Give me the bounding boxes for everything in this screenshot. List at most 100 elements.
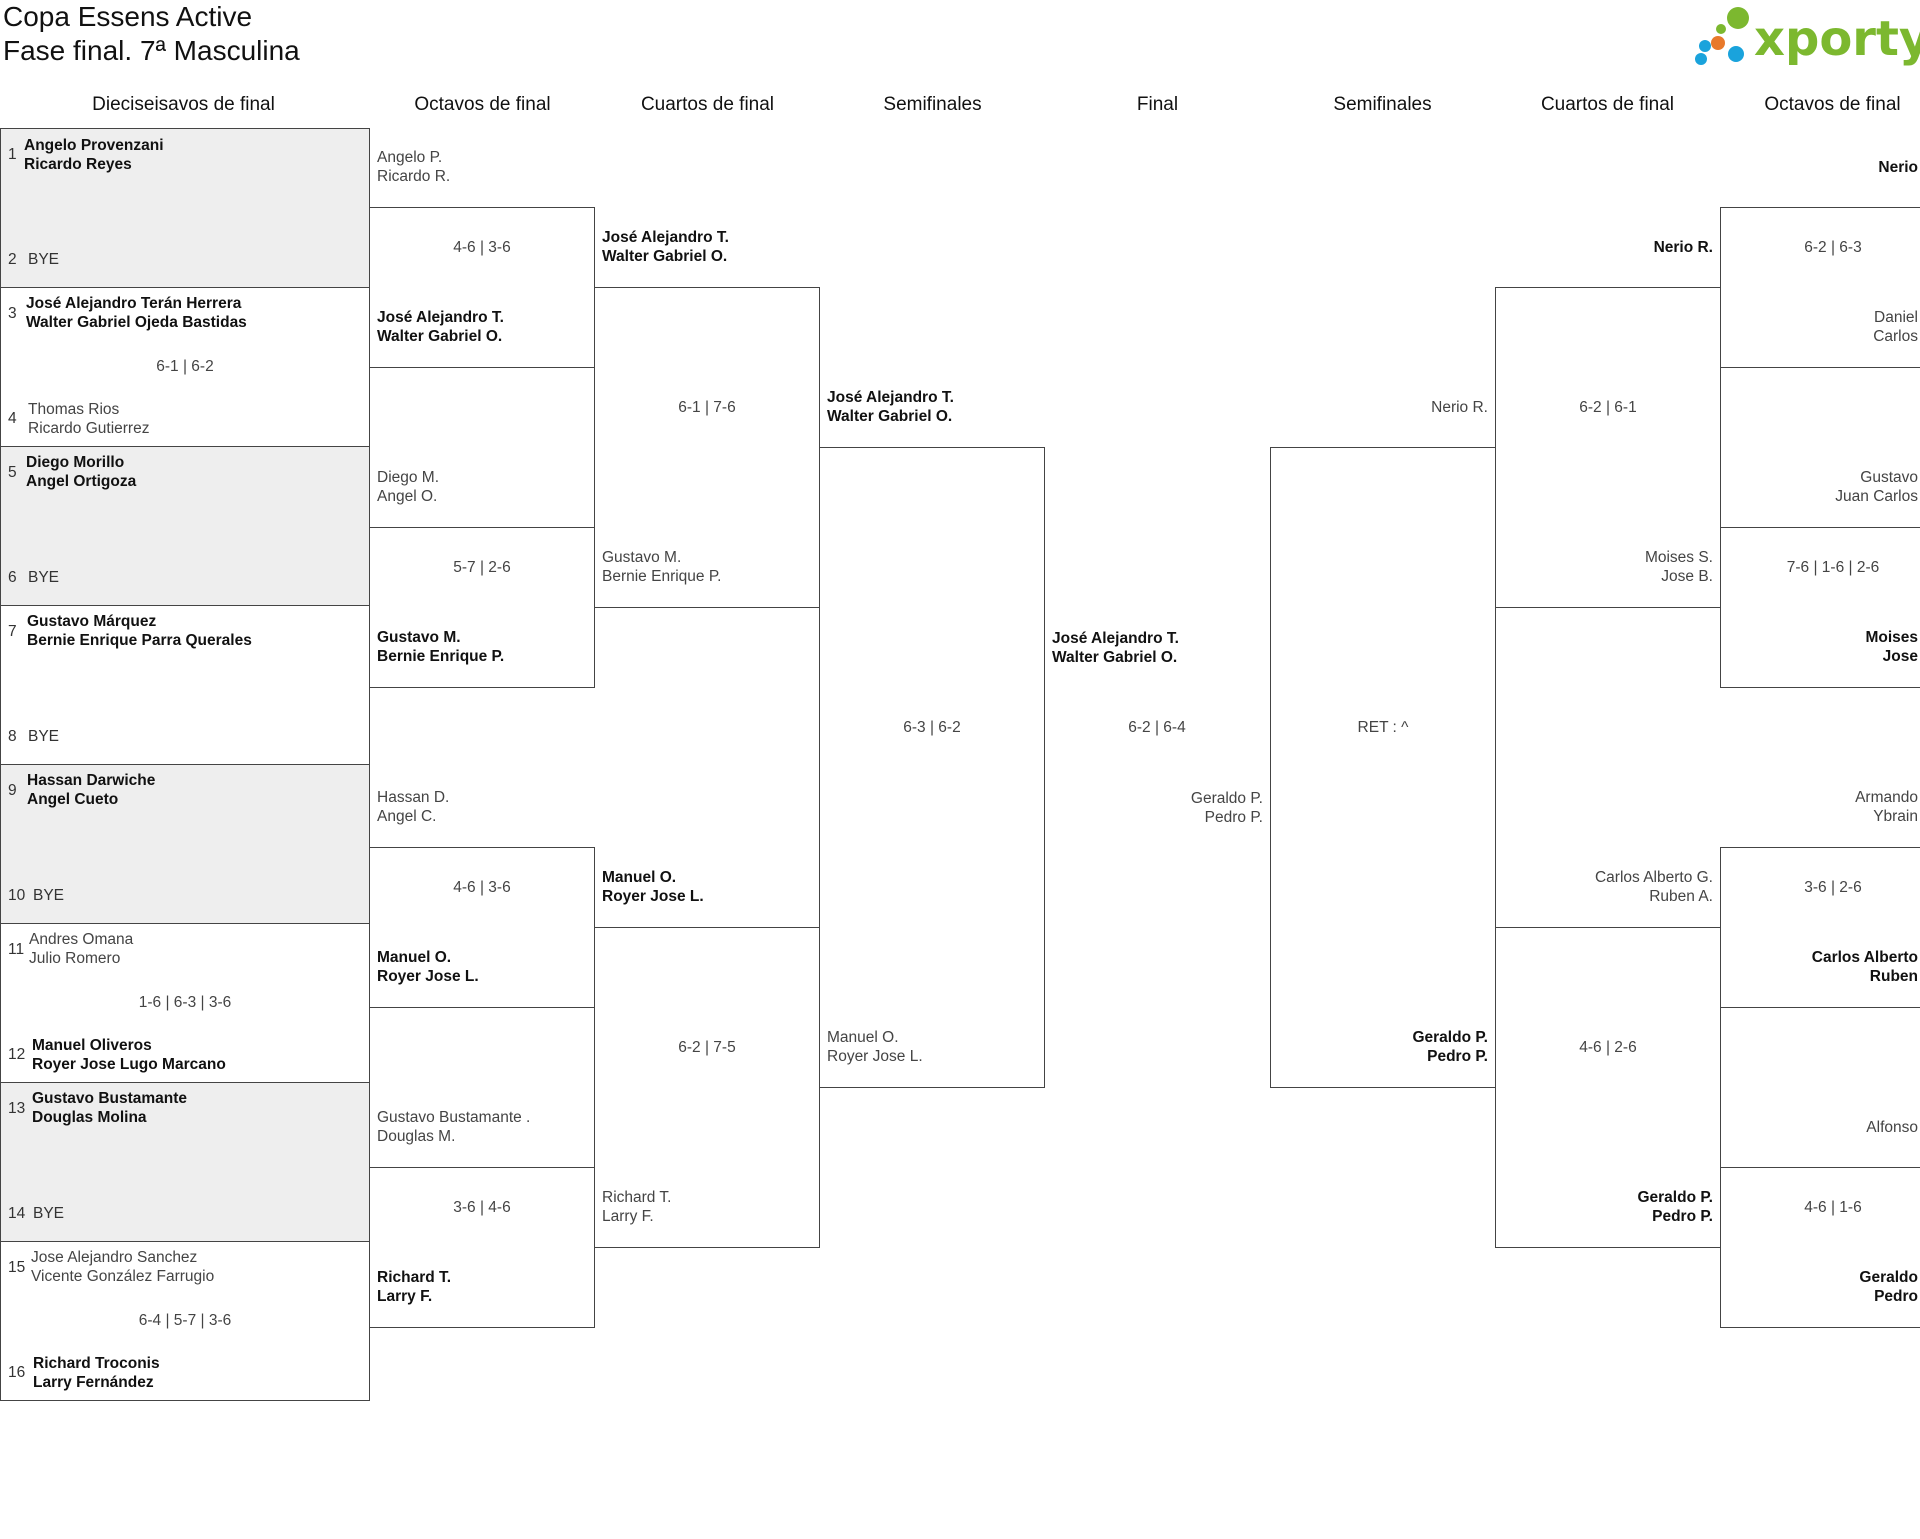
r32-team: Hassan Darwiche Angel Cueto (27, 772, 156, 808)
r32-team: Diego Morillo Angel Ortigoza (26, 454, 137, 490)
qf-right-team: Carlos Alberto G. Ruben A. (1594, 869, 1713, 905)
xporty-logo: xporty (1685, 2, 1920, 70)
seed-number: 13 (8, 1100, 26, 1117)
qf-team: Gustavo M. Bernie Enrique P. (602, 549, 722, 585)
r32-team-bye: BYE (28, 251, 60, 268)
seed-number: 5 (8, 464, 17, 481)
header-sf: Semifinales (883, 94, 982, 115)
header-sf-right: Semifinales (1333, 94, 1432, 115)
seed-number: 6 (8, 569, 17, 586)
seed-number: 11 (8, 941, 25, 958)
seed-number: 7 (8, 623, 17, 640)
seed-number: 15 (8, 1259, 26, 1276)
r32-team: José Alejandro Terán Herrera Walter Gabr… (26, 295, 247, 331)
sf-team: Manuel O. Royer Jose L. (827, 1029, 923, 1065)
header-qf-right: Cuartos de final (1540, 94, 1675, 115)
r32-team: Angelo Provenzani Ricardo Reyes (24, 137, 164, 173)
r16-right-team: Moises Jose (1865, 629, 1918, 665)
seed-number: 12 (8, 1046, 26, 1063)
r16-match-1 (369, 207, 595, 368)
r32-team: Gustavo Bustamante Douglas Molina (32, 1090, 188, 1126)
seed-number: 10 (8, 887, 26, 904)
r16-right-match-2 (1720, 527, 1920, 688)
sf-right-match-1 (1270, 447, 1496, 1088)
r32-match-4 (0, 605, 370, 765)
qf-match-2 (594, 927, 820, 1248)
qf-score: 6-2 | 7-5 (678, 1039, 736, 1056)
sf-score: 6-3 | 6-2 (903, 719, 961, 736)
r16-team: Angelo P. Ricardo R. (377, 149, 451, 185)
r16-right-score: 7-6 | 1-6 | 2-6 (1786, 559, 1880, 576)
r16-right-score: 6-2 | 6-3 (1804, 239, 1862, 256)
seed-number: 1 (8, 146, 17, 163)
final-team: José Alejandro T. Walter Gabriel O. (1052, 630, 1179, 666)
logo-dots-icon: xporty (1695, 7, 1920, 67)
r16-score: 4-6 | 3-6 (453, 879, 511, 896)
r16-team: Gustavo Bustamante . Douglas M. (377, 1109, 531, 1145)
r32-match-8 (0, 1241, 370, 1401)
r32-team: Thomas Rios Ricardo Gutierrez (28, 401, 150, 437)
r16-team: Diego M. Angel O. (377, 469, 440, 505)
sf-right-score: RET : ^ (1357, 719, 1409, 736)
final-score: 6-2 | 6-4 (1128, 719, 1186, 736)
tournament-title: Copa Essens Active (3, 1, 253, 32)
seed-number: 3 (8, 305, 17, 322)
r32-team: Andres Omana Julio Romero (29, 931, 134, 967)
r32-team: Richard Troconis Larry Fernández (33, 1355, 160, 1391)
r32-score: 6-1 | 6-2 (156, 358, 214, 375)
header-final: Final (1136, 94, 1179, 115)
sf-team: José Alejandro T. Walter Gabriel O. (827, 389, 954, 425)
r32-team: Gustavo Márquez Bernie Enrique Parra Que… (27, 613, 252, 649)
logo-text: xporty (1754, 11, 1920, 67)
r16-right-match-3 (1720, 847, 1920, 1008)
r32-team-bye: BYE (33, 1205, 65, 1222)
r16-team: José Alejandro T. Walter Gabriel O. (377, 309, 504, 345)
r32-match-2 (0, 287, 370, 447)
seed-number: 2 (8, 251, 17, 268)
r16-team: Richard T. Larry F. (377, 1269, 452, 1305)
r16-team: Hassan D. Angel C. (377, 789, 450, 825)
final-team: Geraldo P. Pedro P. (1190, 790, 1263, 826)
r16-right-score: 4-6 | 1-6 (1804, 1199, 1862, 1216)
r32-score: 6-4 | 5-7 | 3-6 (138, 1312, 232, 1329)
seed-number: 4 (8, 410, 17, 427)
r16-right-team: Alfonso (1866, 1119, 1918, 1136)
qf-right-team: Moises S. Jose B. (1644, 549, 1713, 585)
qf-right-match-2 (1495, 927, 1721, 1248)
qf-right-score: 4-6 | 2-6 (1579, 1039, 1637, 1056)
header-r16: Octavos de final (414, 94, 551, 115)
seed-number: 16 (8, 1364, 26, 1381)
seed-number: 8 (8, 728, 17, 745)
r32-team-bye: BYE (33, 887, 65, 904)
r16-score: 3-6 | 4-6 (453, 1199, 511, 1216)
header-qf: Cuartos de final (640, 94, 775, 115)
sf-right-team: Geraldo P. Pedro P. (1412, 1029, 1488, 1065)
r32-team: Manuel Oliveros Royer Jose Lugo Marcano (32, 1037, 226, 1073)
qf-right-match-1 (1495, 287, 1721, 608)
qf-right-team: Nerio R. (1653, 239, 1713, 256)
r32-match-5 (0, 764, 370, 924)
r16-right-team: Gustavo Juan Carlos (1835, 469, 1918, 505)
r16-right-team: Geraldo Pedro (1859, 1269, 1918, 1305)
qf-right-score: 6-2 | 6-1 (1579, 399, 1637, 416)
r16-right-match-1 (1720, 207, 1920, 368)
sf-match-1 (819, 447, 1045, 1088)
qf-right-team: Geraldo P. Pedro P. (1637, 1189, 1713, 1225)
r16-right-team: Nerio (1878, 159, 1918, 176)
r16-team: Gustavo M. Bernie Enrique P. (377, 629, 505, 665)
header-r16-right: Octavos de final (1764, 94, 1901, 115)
r32-match-1 (0, 128, 370, 288)
r16-right-match-4 (1720, 1167, 1920, 1328)
r16-right-team: Armando Ybrain (1855, 789, 1918, 825)
qf-match-1 (594, 287, 820, 608)
r32-team-bye: BYE (28, 569, 60, 586)
r16-score: 5-7 | 2-6 (453, 559, 511, 576)
seed-number: 9 (8, 782, 17, 799)
r32-score: 1-6 | 6-3 | 3-6 (138, 994, 232, 1011)
seed-number: 14 (8, 1205, 26, 1222)
qf-score: 6-1 | 7-6 (678, 399, 736, 416)
r32-team: Jose Alejandro Sanchez Vicente González … (31, 1249, 215, 1285)
r16-match-2 (369, 527, 595, 688)
header-r32: Dieciseisavos de final (92, 94, 275, 115)
r16-right-score: 3-6 | 2-6 (1804, 879, 1862, 896)
